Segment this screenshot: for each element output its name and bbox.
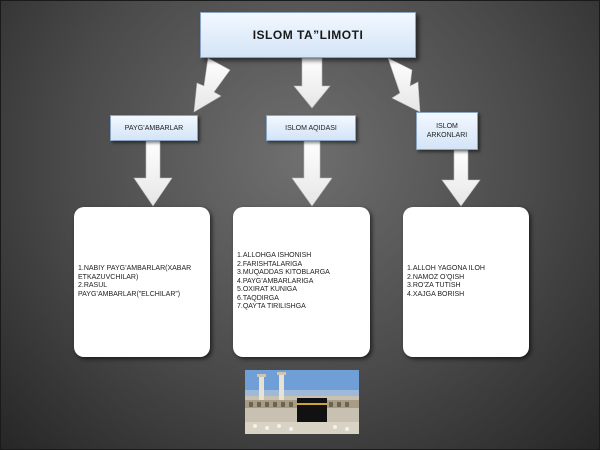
list-item: 2.NAMOZ O’QISH <box>407 273 465 281</box>
list-item: 7.QAYTA TIRILISHGA <box>237 303 306 311</box>
list-item: 1.NABIY PAYG’AMBARLAR(XABAR ETKAZUVCHILA… <box>78 265 194 281</box>
arrow-title-to-paygambarlar <box>193 57 231 113</box>
list-item: 4.XAJGA BORISH <box>407 290 465 298</box>
arrow-arkonlar-to-card <box>441 149 481 207</box>
kaaba-photo <box>245 370 359 434</box>
list-item: 3.RO’ZA TUTISH <box>407 282 461 289</box>
arrow-title-to-aqida <box>293 57 331 109</box>
card-paygambarlar-list: 1.NABIY PAYG’AMBARLAR(XABAR ETKAZUVCHILA… <box>74 265 210 299</box>
category-islom-arkonlari-label: ISLOM ARKONLARI <box>426 123 468 139</box>
list-item: 6.TAQDIRGA <box>237 294 279 302</box>
list-item: 5.OXIRAT KUNIGA <box>237 286 298 294</box>
list-item: 1.ALLOH YAGONA ILOH <box>407 265 485 272</box>
list-item: 4.PAYG’AMBARLARIGA <box>237 277 314 285</box>
arrow-title-to-arkonlar <box>387 57 421 113</box>
list-item: 1.ALLOHGA ISHONISH <box>237 252 312 260</box>
arrow-paygambarlar-to-card <box>133 138 173 207</box>
arrow-aqida-to-card <box>291 138 333 207</box>
category-islom-aqidasi: ISLOM AQIDASI <box>266 115 356 141</box>
list-item: 2.RASUL PAYG’AMBARLAR(”ELCHILAR”) <box>78 282 181 298</box>
list-item: 3.MUQADDAS KITOBLARGA <box>237 269 330 277</box>
card-islom-aqidasi: 1.ALLOHGA ISHONISH 2.FARISHTALARIGA 3.MU… <box>233 207 370 357</box>
category-paygambarlar: PAYG’AMBARLAR <box>110 115 198 141</box>
card-islom-arkonlari: 1.ALLOH YAGONA ILOH 2.NAMOZ O’QISH 3.RO’… <box>403 207 529 357</box>
card-islom-arkonlari-list: 1.ALLOH YAGONA ILOH 2.NAMOZ O’QISH 3.RO’… <box>403 265 489 299</box>
category-islom-arkonlari: ISLOM ARKONLARI <box>416 112 478 150</box>
card-islom-aqidasi-list: 1.ALLOHGA ISHONISH 2.FARISHTALARIGA 3.MU… <box>233 252 334 312</box>
card-paygambarlar: 1.NABIY PAYG’AMBARLAR(XABAR ETKAZUVCHILA… <box>74 207 210 357</box>
diagram-title: ISLOM TA”LIMOTI <box>200 12 416 58</box>
list-item: 2.FARISHTALARIGA <box>237 260 303 268</box>
